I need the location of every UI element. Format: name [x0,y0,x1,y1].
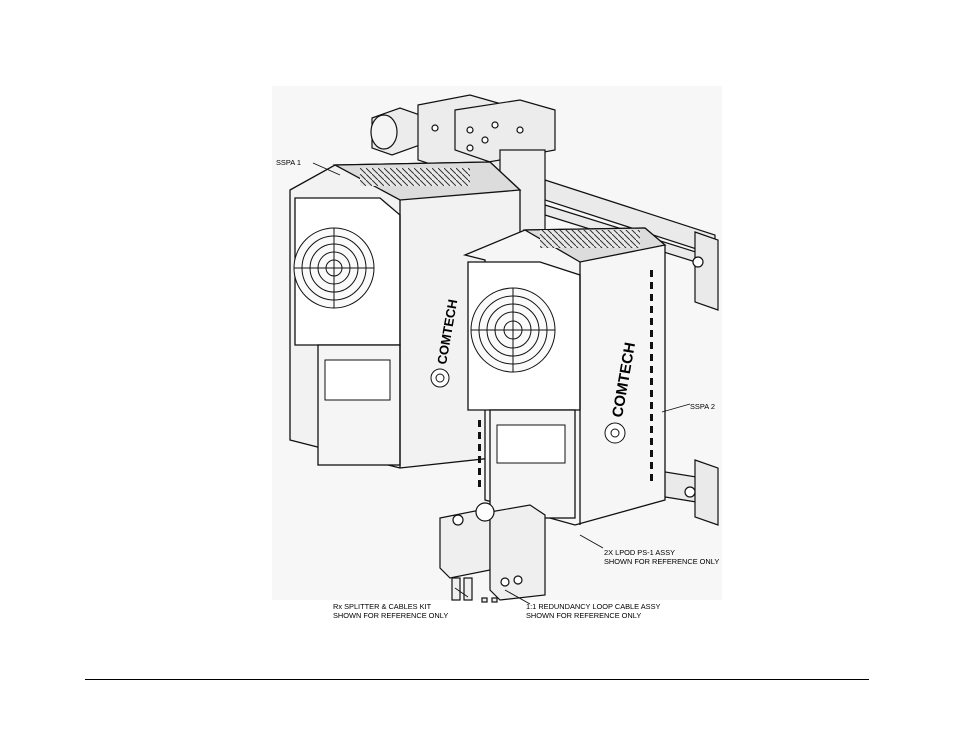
label-lpod-line2: SHOWN FOR REFERENCE ONLY [604,557,719,566]
label-rx-line2: SHOWN FOR REFERENCE ONLY [333,611,448,620]
sspa-2-unit [462,227,667,526]
label-rx-line1: Rx SPLITTER & CABLES KIT [333,602,432,611]
label-loop-line1: 1:1 REDUNDANCY LOOP CABLE ASSY [526,602,661,611]
label-lpod-line1: 2X LPOD PS-1 ASSY [604,548,675,557]
bottom-hardware [439,502,546,603]
leader-lines [312,162,691,605]
fan-1 [293,227,375,309]
ssp2-logo [604,422,626,444]
label-ssp2: SSPA 2 [690,402,715,411]
ssp2-side-vents [478,270,653,487]
fan-2 [470,287,556,373]
ssp1-logo [430,368,450,388]
label-ssp1: SSPA 1 [276,158,301,167]
label-loop-line2: SHOWN FOR REFERENCE ONLY [526,611,641,620]
footer-rule [85,679,869,680]
